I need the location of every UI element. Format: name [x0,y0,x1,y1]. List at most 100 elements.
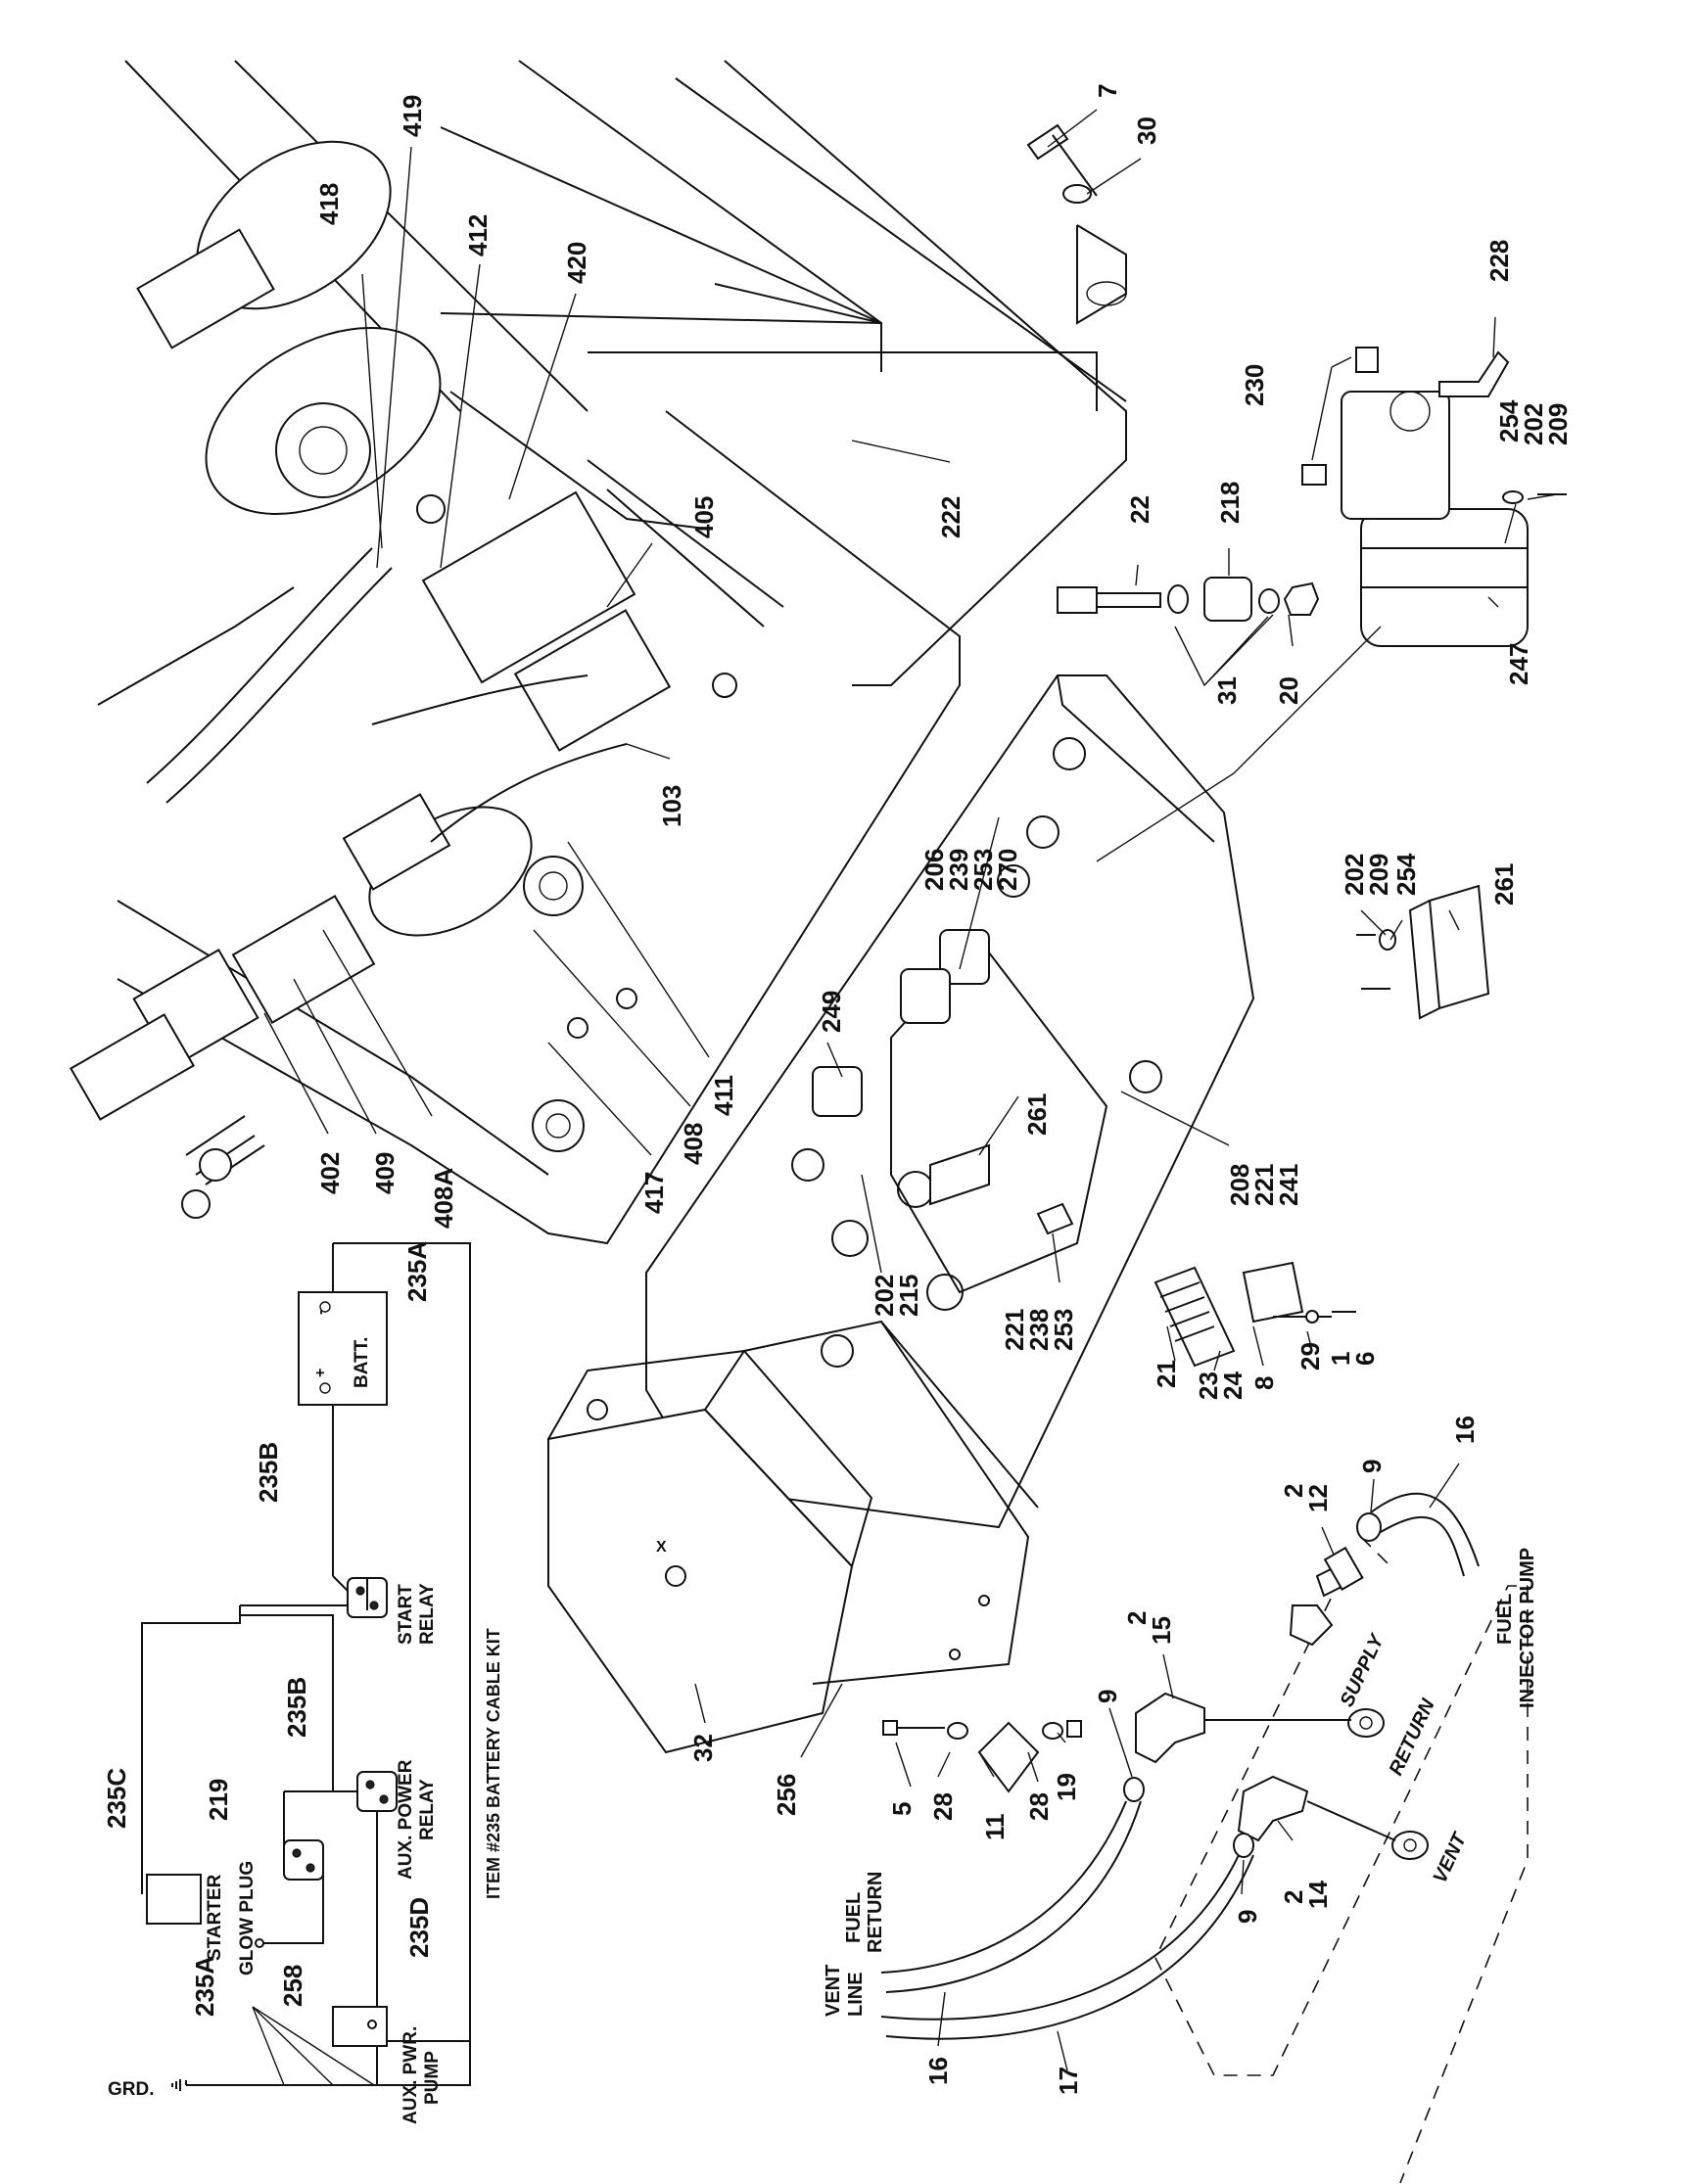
callout-20: 20 [1274,676,1303,705]
callout-23: 23 [1194,1371,1223,1400]
callout-409: 409 [370,1152,400,1194]
mount-hardware-22-218-20 [1057,577,1320,622]
callout-17: 17 [1054,2067,1083,2095]
callout-29: 29 [1295,1342,1325,1371]
callout-30: 30 [1132,116,1161,145]
callout-7: 7 [1093,84,1122,98]
battery-terminal-mark: X [656,1539,667,1556]
callout-208: 208 [1225,1164,1254,1206]
fuel-tank-fittings [880,1492,1529,2184]
callout-235B-mid: 235B [282,1677,311,1738]
mounting-plate [645,674,1255,1529]
label-kit-caption: ITEM #235 BATTERY CABLE KIT [484,1628,503,1899]
callout-16-b: 16 [923,2057,953,2085]
callout-14: 14 [1303,1881,1333,1909]
callout-221: 221 [1249,1164,1279,1206]
leader-lines [263,109,1558,2071]
callout-261-a: 261 [1489,863,1519,906]
callout-215: 215 [894,1275,923,1317]
callout-235D: 235D [404,1897,434,1958]
fuel-pump-assembly [1026,123,1567,647]
callout-239: 239 [944,849,973,891]
callout-2-b: 2 [1122,1611,1152,1625]
callout-405: 405 [689,496,719,538]
label-aux-pwr-pump-1: AUX. PWR. [400,2026,421,2124]
label-supply: SUPPLY [1337,1630,1389,1710]
callout-2-c: 2 [1279,1890,1308,1904]
callout-19: 19 [1052,1773,1081,1801]
callout-28-a: 28 [1024,1792,1054,1821]
engine-assembly-illustration [70,60,1127,1245]
callout-419: 419 [398,95,427,137]
callout-235A-top: 235A [402,1241,432,1302]
callout-408A: 408A [429,1168,458,1229]
battery-cable-schematic [141,1242,471,2091]
callout-22: 22 [1125,495,1154,524]
label-batt-plus: + [312,1369,329,1377]
label-vent-line-2: LINE [845,1972,867,2017]
callout-228: 228 [1484,240,1514,282]
callout-249: 249 [817,991,846,1033]
label-vent: VENT [1430,1829,1472,1886]
label-grd: GRD. [108,2079,155,2100]
callout-24: 24 [1218,1371,1248,1400]
callout-31: 31 [1212,676,1242,705]
label-batt-minus: - [312,1310,329,1315]
callout-254: 254 [1494,399,1524,442]
label-fuel-return-1: FUEL [843,1892,865,1943]
callout-254-b: 254 [1391,853,1421,896]
callout-408: 408 [679,1123,708,1165]
callout-15: 15 [1147,1616,1176,1645]
callout-256: 256 [772,1774,801,1816]
callout-202-c: 202 [870,1275,899,1317]
callout-235C: 235C [102,1768,131,1829]
mounting-block-261 [1356,884,1490,1020]
label-fuel-return-2: RETURN [865,1872,886,1953]
label-batt: BATT. [352,1337,372,1388]
callout-411: 411 [709,1075,738,1116]
battery-tray-256 [743,1320,1039,1685]
callout-16-a: 16 [1450,1416,1480,1444]
callout-209-b: 209 [1364,854,1393,896]
callout-219: 219 [204,1779,233,1821]
callout-258: 258 [278,1965,307,2007]
callout-247: 247 [1504,643,1533,685]
callout-103: 103 [657,785,686,827]
callout-241: 241 [1274,1164,1303,1206]
callout-2-a: 2 [1279,1484,1308,1498]
callout-402: 402 [315,1152,345,1194]
label-aux-pwr-pump-2: PUMP [422,2051,443,2105]
callout-9-b: 9 [1093,1690,1122,1703]
label-start-relay-1: START [396,1584,416,1645]
callout-8: 8 [1249,1376,1279,1390]
battery-32: X [547,1349,873,1754]
callout-labels: 7 30 228 230 254 202 209 247 22 218 31 2… [102,84,1573,2095]
callout-32: 32 [688,1734,718,1762]
callout-253: 253 [968,849,998,891]
callout-206: 206 [919,849,949,891]
callout-209: 209 [1543,403,1573,445]
label-aux-power-relay-2: RELAY [417,1779,438,1840]
hold-down-hardware [882,1720,1082,1793]
callout-230: 230 [1240,364,1269,406]
label-glow-plug: GLOW PLUG [237,1861,258,1975]
callout-420: 420 [562,242,591,284]
callout-253-b: 253 [1049,1309,1078,1351]
callout-270: 270 [993,849,1022,891]
callout-1: 1 [1326,1352,1355,1366]
callout-28-b: 28 [928,1792,958,1821]
label-vent-line-1: VENT [823,1965,844,2017]
callout-12: 12 [1303,1484,1333,1512]
wiring-labels: BATT. + - START RELAY AUX. POWER RELAY S… [108,1310,503,2124]
label-fuel-injector-pump-1: FUEL [1494,1594,1516,1645]
callout-9-c: 9 [1233,1910,1262,1924]
callout-222: 222 [936,496,965,538]
label-start-relay-2: RELAY [417,1583,438,1645]
callout-417: 417 [639,1172,669,1214]
callout-202: 202 [1519,403,1548,445]
fuel-line-labels: FUEL INJECTOR PUMP SUPPLY RETURN VENT FU… [823,1548,1538,2017]
callout-5: 5 [887,1802,917,1816]
callout-11: 11 [980,1814,1010,1841]
callout-221-b: 221 [1000,1309,1029,1351]
